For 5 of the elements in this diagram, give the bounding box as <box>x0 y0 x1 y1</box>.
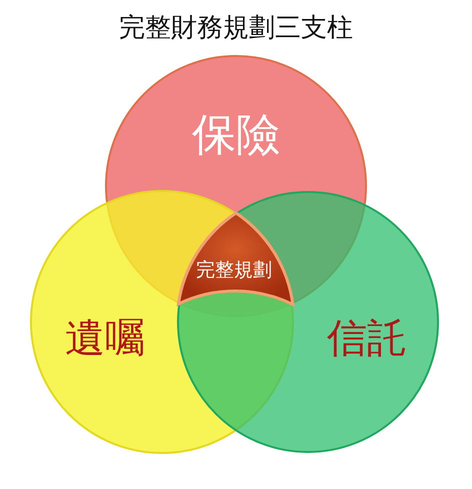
circle-label: 完整規劃 <box>196 258 272 283</box>
circle-label: 保險 <box>192 108 280 162</box>
circle-label: 信託 <box>327 314 407 364</box>
title: 完整財務規劃三支柱 <box>118 12 354 45</box>
circle-label: 遺囑 <box>65 314 145 364</box>
